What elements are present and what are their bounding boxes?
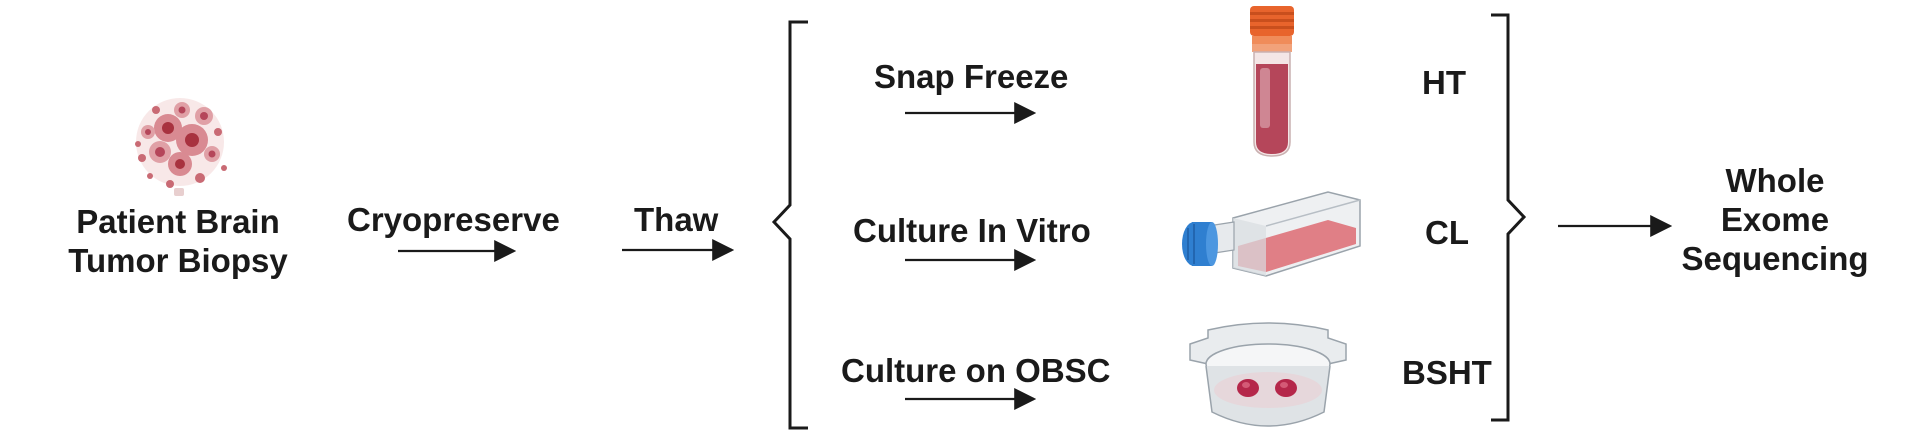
output-label-line-1: Whole	[1725, 162, 1825, 199]
thaw-label: Thaw	[634, 201, 719, 238]
source-label-line-2: Tumor Biopsy	[68, 241, 288, 279]
branch-method-snap-freeze: Snap Freeze	[874, 58, 1069, 95]
source-label-line-1: Patient Brain	[76, 203, 280, 240]
branch-code-ht: HT	[1422, 64, 1466, 101]
cryo-tube-icon	[1250, 6, 1294, 157]
slice-culture-insert-icon	[1189, 322, 1347, 427]
cryopreserve-label: Cryopreserve	[347, 201, 560, 238]
output-label-line-2: Exome	[1720, 200, 1830, 238]
branch-code-cl: CL	[1425, 214, 1469, 251]
branch-method-culture-on-obsc: Culture on OBSC	[841, 352, 1111, 389]
branch-code-bsht: BSHT	[1402, 354, 1492, 391]
left-brace	[771, 20, 808, 430]
culture-flask-icon	[1182, 191, 1361, 277]
branch-method-culture-in-vitro: Culture In Vitro	[853, 212, 1091, 249]
output-label: Whole Exome Sequencing	[1665, 162, 1885, 279]
tumor-cells-icon	[135, 98, 227, 196]
output-label-line-3: Sequencing	[1681, 239, 1869, 277]
right-brace	[1491, 13, 1527, 422]
source-label: Patient Brain Tumor Biopsy	[58, 203, 298, 281]
